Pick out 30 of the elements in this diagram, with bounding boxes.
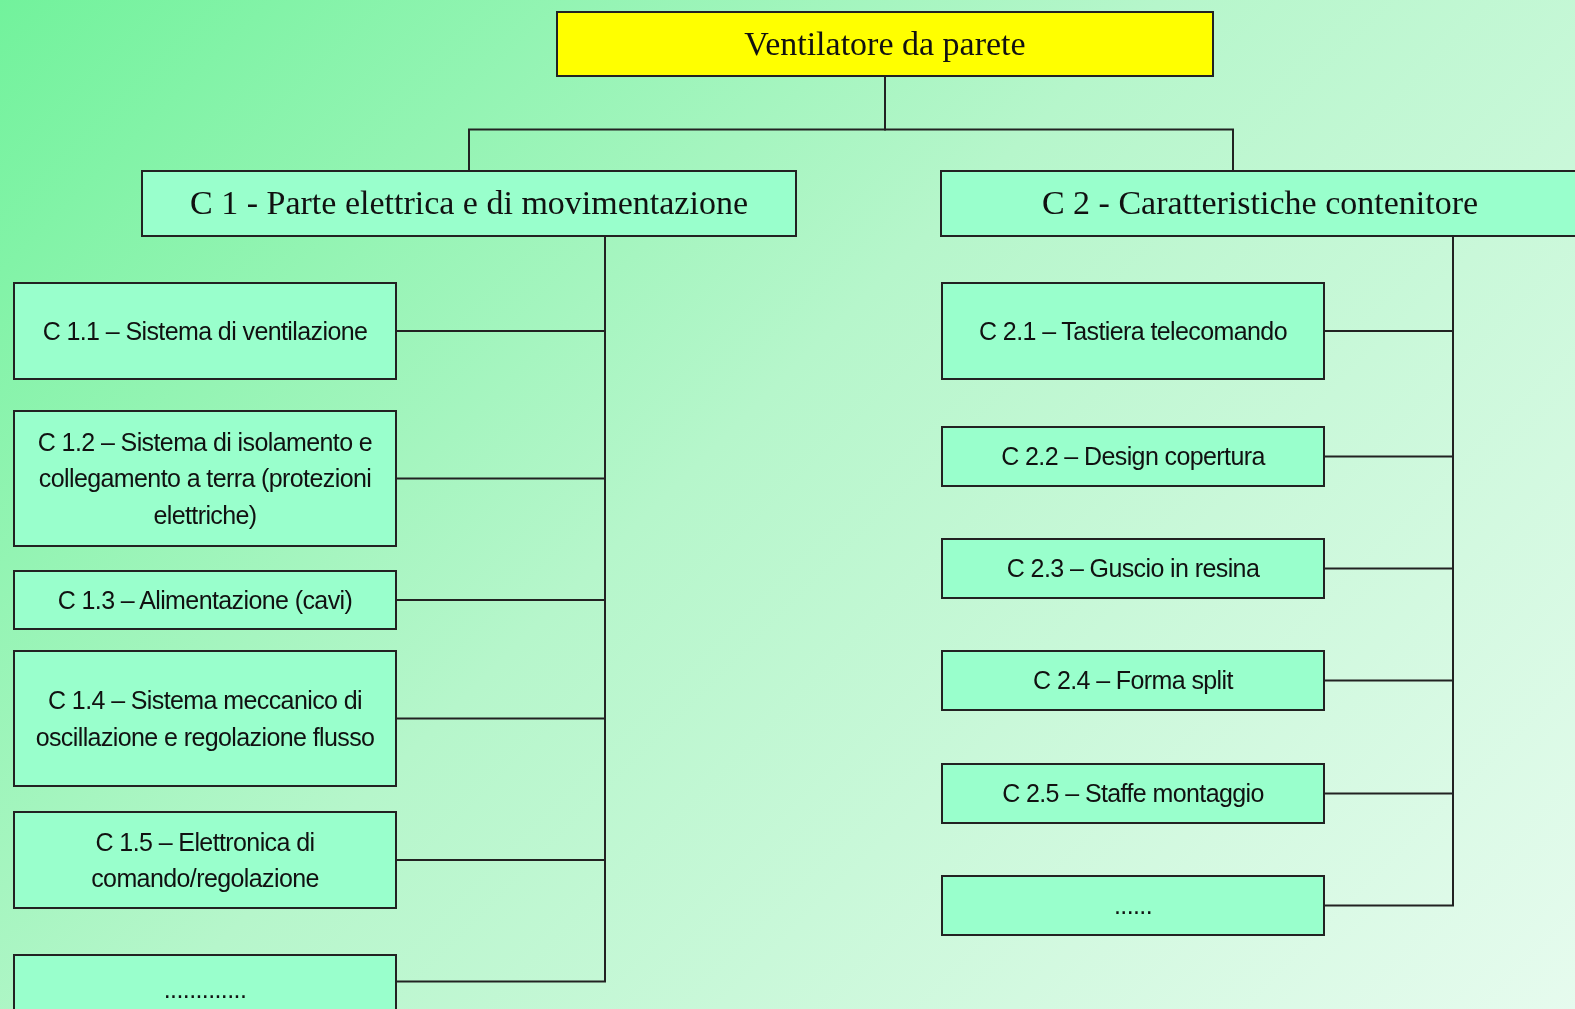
box-label: Ventilatore da parete bbox=[744, 23, 1026, 64]
item-box bbox=[13, 570, 397, 630]
box-label: C 2 - Caratteristiche contenitore bbox=[1041, 183, 1479, 224]
box-label: C 1 - Parte elettrica e di movimentazione bbox=[190, 183, 748, 224]
item-box bbox=[941, 282, 1325, 380]
root-box bbox=[556, 11, 1214, 77]
item-box bbox=[13, 811, 397, 909]
item-box bbox=[13, 282, 397, 380]
box-label: C 1.4 – Sistema meccanico di oscillazione e regolazione flusso bbox=[34, 685, 376, 753]
item-box bbox=[941, 650, 1325, 711]
box-label: C 1.5 – Elettronica di comando/regolazione bbox=[90, 826, 320, 894]
item-box bbox=[941, 426, 1325, 487]
item-box bbox=[13, 954, 397, 1009]
box-label: C 1.2 – Sistema di isolamento e collegamento a terra (protezioni elettriche) bbox=[36, 427, 374, 531]
item-box bbox=[13, 650, 397, 787]
box-label: C 1.3 – Alimentazione (cavi) bbox=[57, 584, 353, 616]
box-label: C 2.3 – Guscio in resina bbox=[1006, 553, 1260, 585]
item-box bbox=[13, 410, 397, 547]
category-box bbox=[141, 170, 797, 237]
category-box bbox=[940, 170, 1575, 237]
box-label: ...... bbox=[1113, 890, 1153, 922]
item-box bbox=[941, 875, 1325, 936]
item-box bbox=[941, 763, 1325, 824]
box-label: C 2.1 – Tastiera telecomando bbox=[979, 315, 1287, 347]
box-label: ............. bbox=[163, 973, 247, 1005]
item-box bbox=[941, 538, 1325, 599]
box-label: C 2.4 – Forma split bbox=[1033, 665, 1233, 697]
box-label: C 2.2 – Design copertura bbox=[1001, 441, 1265, 473]
box-label: C 2.5 – Staffe montaggio bbox=[1002, 778, 1264, 810]
box-label: C 1.1 – Sistema di ventilazione bbox=[42, 315, 368, 347]
